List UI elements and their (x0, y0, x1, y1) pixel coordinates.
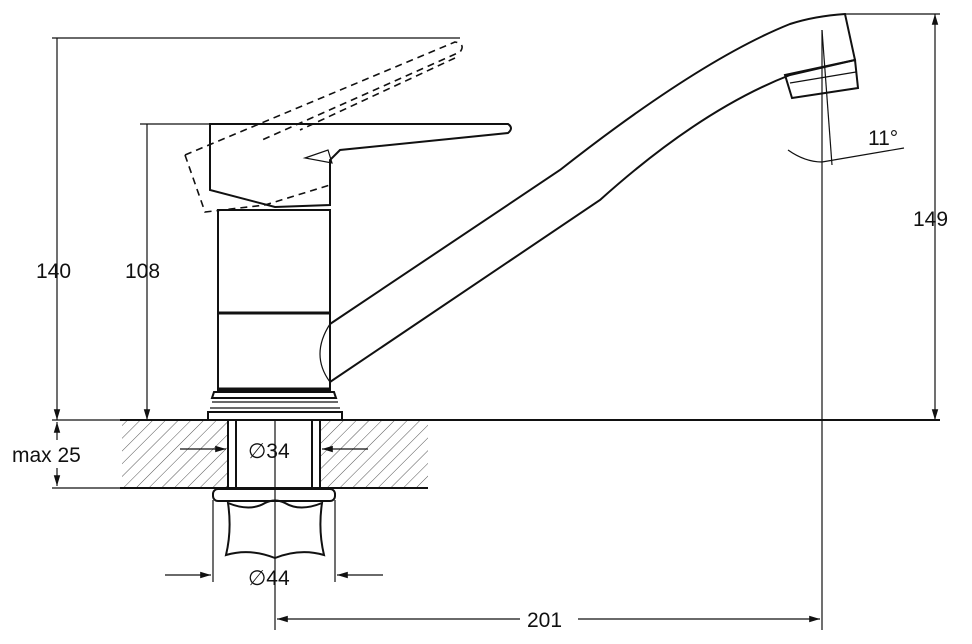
dim-label-countertop: max 25 (12, 444, 81, 467)
dim-label-nut-diameter: ∅44 (248, 567, 290, 590)
dim-label-angle: 11° (868, 127, 898, 150)
dim-label-108: 108 (125, 260, 160, 283)
countertop-section (52, 419, 940, 489)
dim-label-149: 149 (913, 208, 948, 231)
faucet-body (207, 209, 343, 421)
dim-label-140: 140 (36, 260, 71, 283)
dim-label-hole-diameter: ∅34 (248, 440, 290, 463)
faucet-spout (319, 12, 860, 383)
dim-label-201: 201 (527, 609, 562, 632)
faucet-lever (184, 41, 512, 213)
extension-lines (52, 13, 940, 630)
dimension-lines (53, 13, 939, 623)
mounting-nut (212, 488, 336, 560)
